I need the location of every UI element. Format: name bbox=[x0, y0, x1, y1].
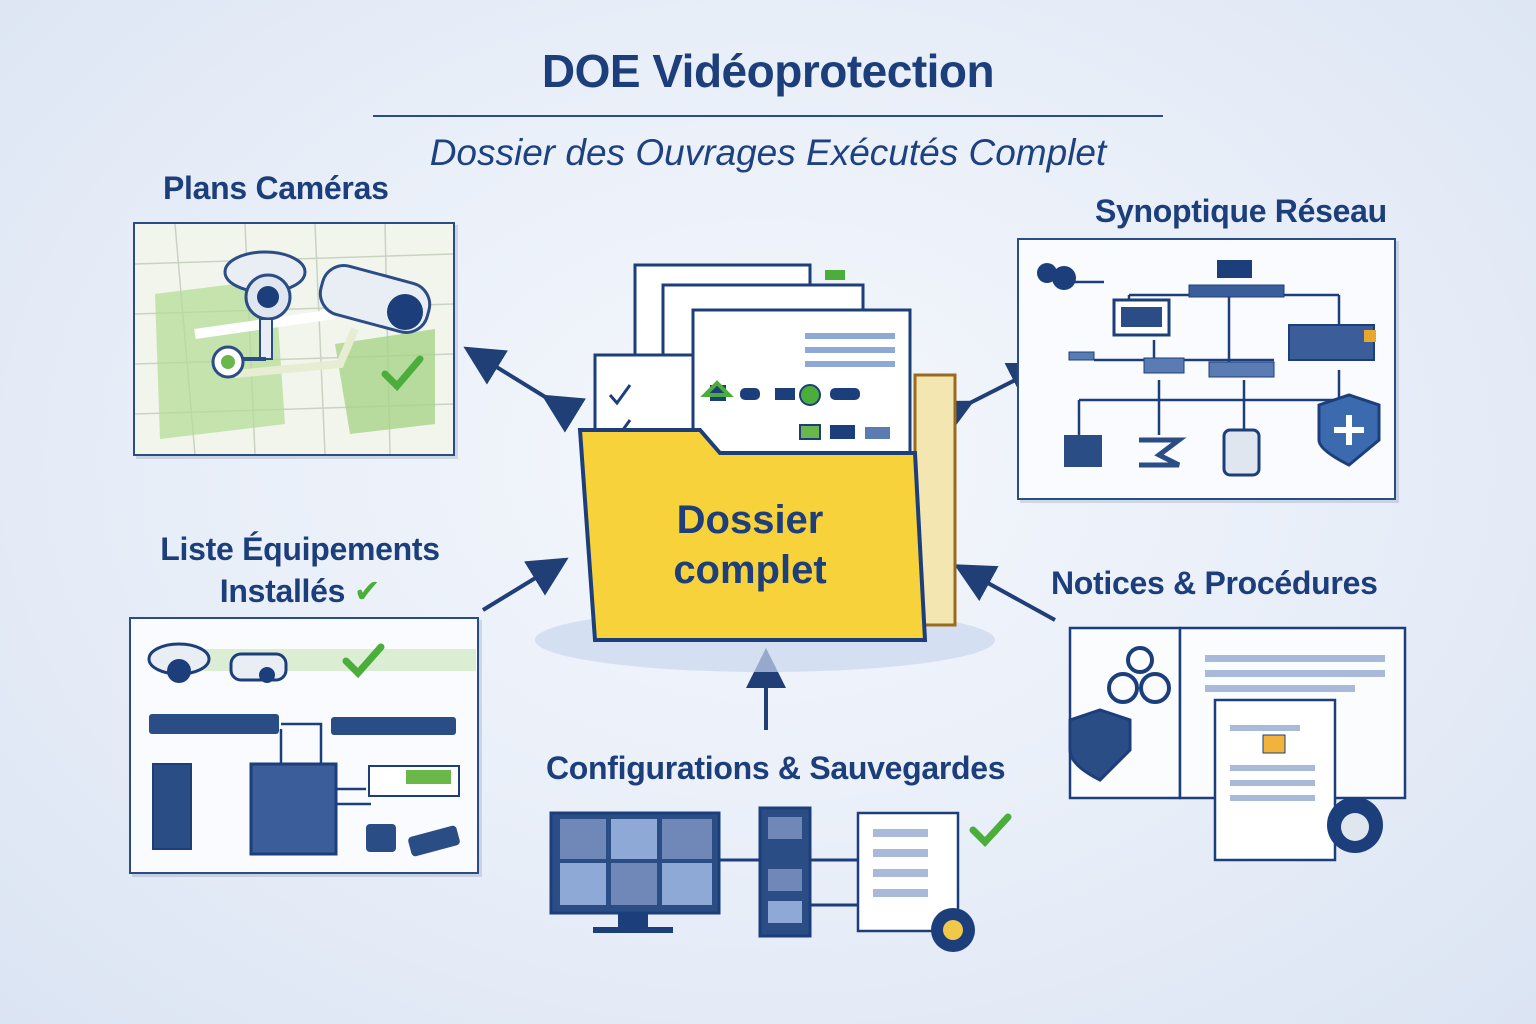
folder-label-line1: Dossier bbox=[676, 498, 824, 542]
link-icon bbox=[1139, 437, 1187, 468]
section-label-synoptique: Synoptique Réseau bbox=[1095, 193, 1387, 229]
bullet-camera-icon bbox=[229, 652, 288, 683]
folder-label: Dossier complet bbox=[600, 495, 900, 595]
node-icon bbox=[1143, 357, 1185, 374]
page-subtitle: Dossier des Ouvrages Exécutés Complet bbox=[429, 132, 1107, 173]
link-node-icon bbox=[1068, 351, 1095, 361]
device-icon bbox=[366, 824, 396, 852]
dome-camera-icon bbox=[147, 642, 211, 683]
title-divider bbox=[373, 115, 1163, 117]
dossier-folder-illustration bbox=[535, 263, 995, 672]
notices-illustration bbox=[1068, 626, 1407, 862]
dome-camera-icon bbox=[223, 250, 307, 361]
device-icon bbox=[408, 825, 460, 857]
check-icon bbox=[381, 355, 424, 392]
router-icon bbox=[1188, 260, 1285, 298]
configs-illustration bbox=[549, 806, 1012, 952]
switch-icon bbox=[1288, 324, 1376, 361]
server-tower-icon bbox=[152, 763, 192, 850]
arrow-notices bbox=[953, 564, 1056, 622]
camera-map-illustration bbox=[135, 224, 453, 454]
section-label-plans: Plans Caméras bbox=[163, 170, 389, 206]
monitor-icon bbox=[1112, 298, 1171, 337]
check-icon bbox=[969, 813, 1012, 848]
check-icon bbox=[342, 643, 385, 679]
arrow-liste bbox=[481, 557, 569, 612]
firewall-icon bbox=[1064, 435, 1102, 467]
procedure-icon bbox=[1107, 646, 1171, 704]
plans-cameras-panel bbox=[133, 222, 455, 456]
folder-label-line2: complet bbox=[673, 548, 827, 592]
cloud-icon bbox=[1037, 263, 1076, 290]
server-icon bbox=[1222, 428, 1261, 477]
section-label-notices: Notices & Procédures bbox=[1051, 565, 1378, 601]
shield-icon bbox=[1068, 708, 1132, 782]
section-label-liste: Liste Équipements Installés ✔ bbox=[145, 528, 455, 612]
bullet-camera-icon bbox=[234, 264, 432, 378]
folder-icon bbox=[577, 428, 928, 642]
check-icon: ✔ bbox=[353, 573, 381, 609]
synoptique-reseau-panel bbox=[1017, 238, 1396, 500]
network-diagram-illustration bbox=[1037, 260, 1381, 477]
section-label-configs: Configurations & Sauvegardes bbox=[546, 750, 1006, 786]
liste-label-line1: Liste Équipements bbox=[160, 531, 440, 567]
page-title: DOE Vidéoprotection bbox=[541, 45, 995, 97]
arrow-plans bbox=[463, 346, 586, 433]
rack-icon bbox=[249, 762, 338, 856]
node-icon bbox=[1208, 361, 1275, 378]
liste-label-line2: Installés ✔ bbox=[219, 573, 381, 609]
switch-icon bbox=[331, 717, 456, 735]
nvr-icon bbox=[149, 714, 279, 734]
equipment-illustration bbox=[147, 642, 476, 857]
liste-equipements-panel bbox=[129, 617, 479, 874]
